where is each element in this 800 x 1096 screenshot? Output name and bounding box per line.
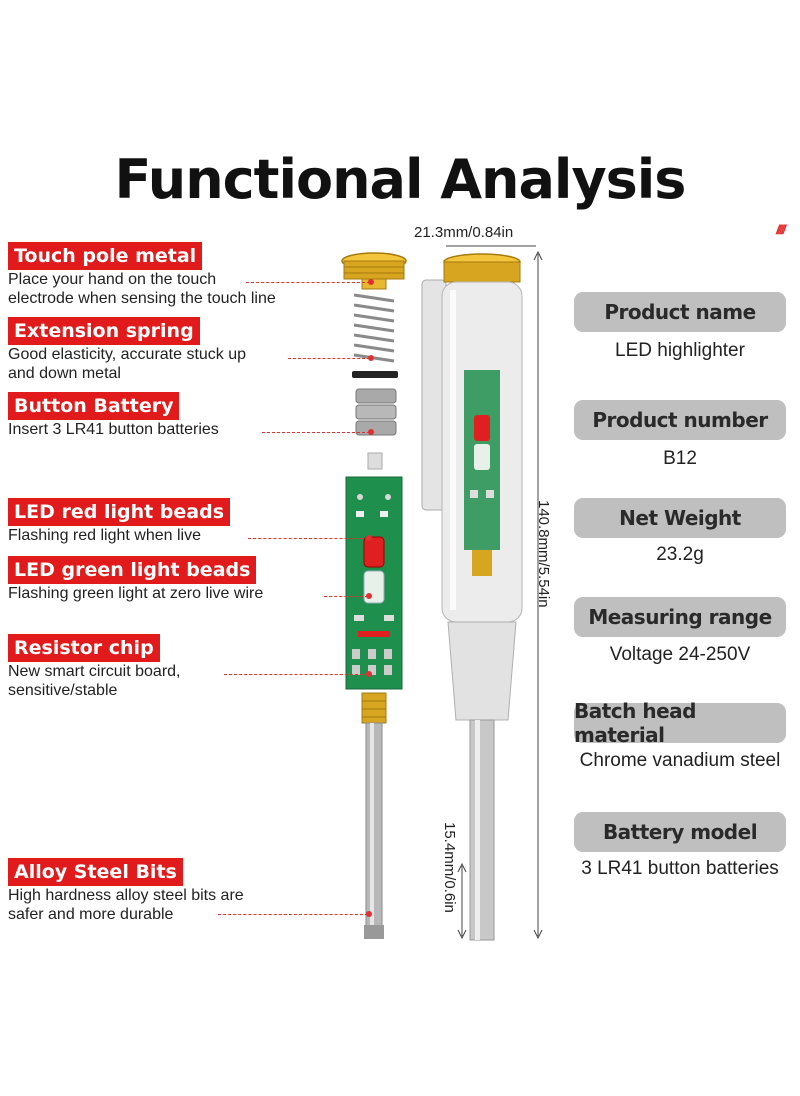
callout-desc-line: Place your hand on the touch: [8, 271, 217, 288]
leader-dot: [366, 671, 372, 677]
callout-label: LED green light beads: [8, 556, 257, 584]
callout-label: Button Battery: [8, 392, 180, 420]
callout-resistor-chip: Resistor chip New smart circuit board, s…: [8, 634, 181, 700]
spec-label-net-weight: Net Weight: [574, 498, 786, 538]
callout-led-red: LED red light beads Flashing red light w…: [8, 498, 231, 545]
decorative-hatch: /////: [775, 222, 786, 237]
spec-value-product-name: LED highlighter: [615, 340, 745, 361]
leader-line: [246, 282, 370, 283]
callout-desc-line: Flashing red light when live: [8, 527, 201, 544]
leader-line: [218, 914, 368, 915]
spec-value-product-number: B12: [663, 448, 697, 469]
spec-label-product-name: Product name: [574, 292, 786, 332]
tip-dimension: 15.4mm/0.6in: [441, 822, 458, 913]
callout-desc-line: and down metal: [8, 365, 121, 382]
callout-label: LED red light beads: [8, 498, 231, 526]
leader-line: [262, 432, 370, 433]
leader-line: [248, 538, 368, 539]
page-title: Functional Analysis: [114, 148, 687, 211]
spec-value-measuring-range: Voltage 24-250V: [609, 644, 751, 665]
dimension-lines: [446, 245, 543, 940]
callout-label: Extension spring: [8, 317, 200, 345]
leader-dot: [368, 355, 374, 361]
callout-extension-spring: Extension spring Good elasticity, accura…: [8, 317, 246, 383]
leader-dot: [366, 593, 372, 599]
callout-desc-line: electrode when sensing the touch line: [8, 290, 276, 307]
leader-line: [288, 358, 370, 359]
callout-desc-line: safer and more durable: [8, 906, 174, 923]
callout-label: Alloy Steel Bits: [8, 858, 183, 886]
callout-alloy-steel-bits: Alloy Steel Bits High hardness alloy ste…: [8, 858, 244, 924]
spec-value-battery-model: 3 LR41 button batteries: [581, 858, 779, 879]
callout-label: Resistor chip: [8, 634, 160, 662]
width-dimension: 21.3mm/0.84in: [414, 224, 514, 241]
callout-desc-line: High hardness alloy steel bits are: [8, 887, 244, 904]
spec-label-measuring-range: Measuring range: [574, 597, 786, 637]
callout-led-green: LED green light beads Flashing green lig…: [8, 556, 263, 603]
callout-desc-line: sensitive/stable: [8, 682, 118, 699]
callout-touch-pole-metal: Touch pole metal Place your hand on the …: [8, 242, 276, 308]
leader-dot: [368, 279, 374, 285]
length-dimension: 140.8mm/5.54in: [535, 500, 552, 608]
callout-desc-line: Insert 3 LR41 button batteries: [8, 421, 219, 438]
leader-dot: [368, 429, 374, 435]
callout-label: Touch pole metal: [8, 242, 203, 270]
spec-value-batch-head-material: Chrome vanadium steel: [579, 750, 781, 771]
leader-line: [224, 674, 368, 675]
spec-label-product-number: Product number: [574, 400, 786, 440]
spec-value-net-weight: 23.2g: [656, 544, 704, 565]
leader-dot: [366, 535, 372, 541]
leader-dot: [366, 911, 372, 917]
exploded-pen-illustration: [341, 252, 407, 939]
callout-button-battery: Button Battery Insert 3 LR41 button batt…: [8, 392, 219, 439]
callout-desc-line: Flashing green light at zero live wire: [8, 585, 264, 602]
spec-label-battery-model: Battery model: [574, 812, 786, 852]
spec-label-batch-head-material: Batch head material: [574, 699, 786, 747]
assembled-pen-illustration: [421, 253, 523, 941]
leader-line: [324, 596, 368, 597]
callout-desc-line: New smart circuit board,: [8, 663, 181, 680]
callout-desc-line: Good elasticity, accurate stuck up: [8, 346, 247, 363]
